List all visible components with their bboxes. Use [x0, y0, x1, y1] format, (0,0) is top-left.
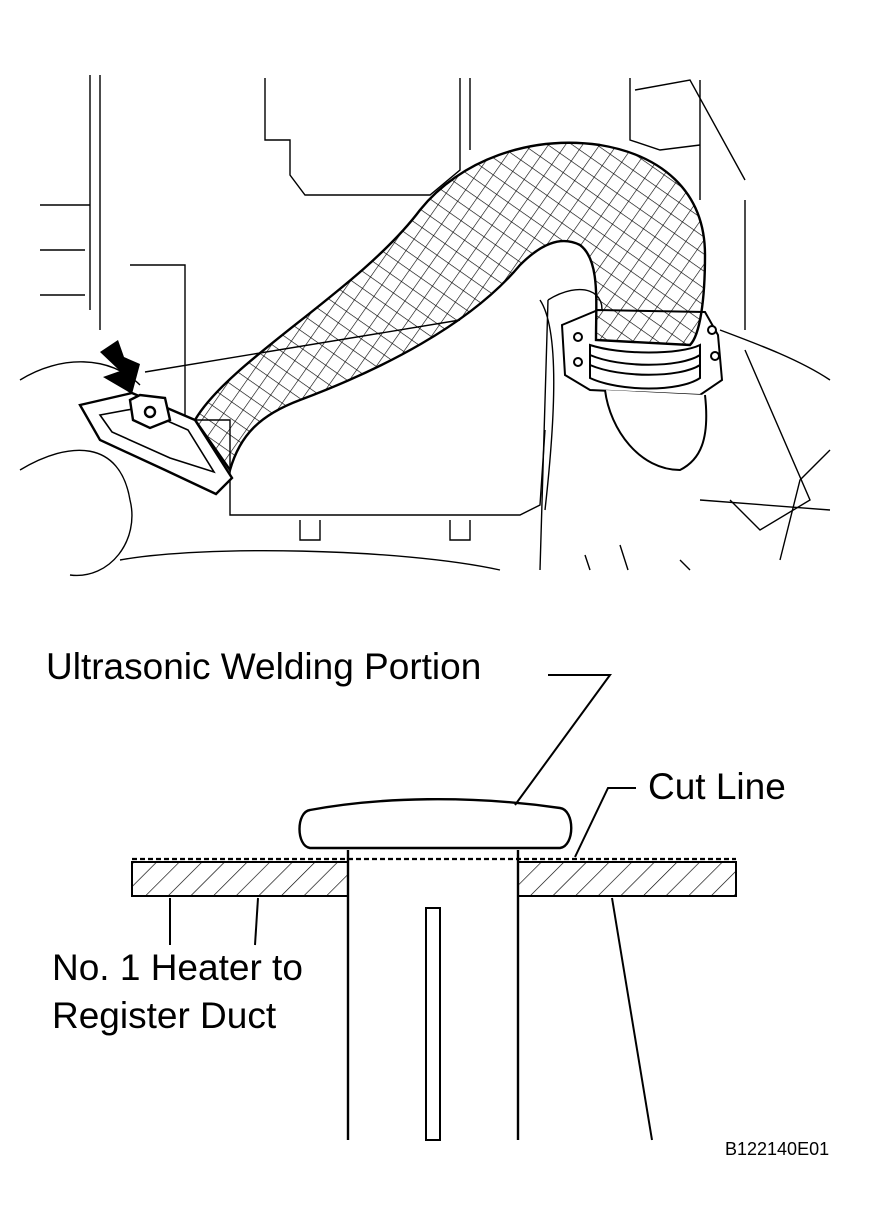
cross-section [131, 674, 737, 1141]
location-arrow [100, 319, 461, 394]
corrugated-duct [193, 141, 707, 473]
cut-line-label: Cut Line [648, 766, 786, 807]
duct-label-line1: No. 1 Heater to [52, 947, 303, 988]
duct-wall-left [131, 861, 349, 897]
duct-wall-right [517, 861, 737, 897]
leader-welding [514, 674, 612, 806]
leader-duct-right [611, 897, 653, 1141]
duct-label: No. 1 Heater to Register Duct [52, 944, 303, 1040]
duct-outlet [78, 391, 234, 496]
welding-portion-label: Ultrasonic Welding Portion [46, 646, 482, 687]
stem-slot [425, 907, 441, 1141]
figure-code: B122140E01 [725, 1139, 830, 1159]
welded-cap [298, 798, 573, 850]
stem [346, 850, 520, 1140]
leader-cut [574, 787, 636, 858]
leader-duct-mid [254, 897, 259, 946]
duct-label-line2: Register Duct [52, 995, 277, 1036]
